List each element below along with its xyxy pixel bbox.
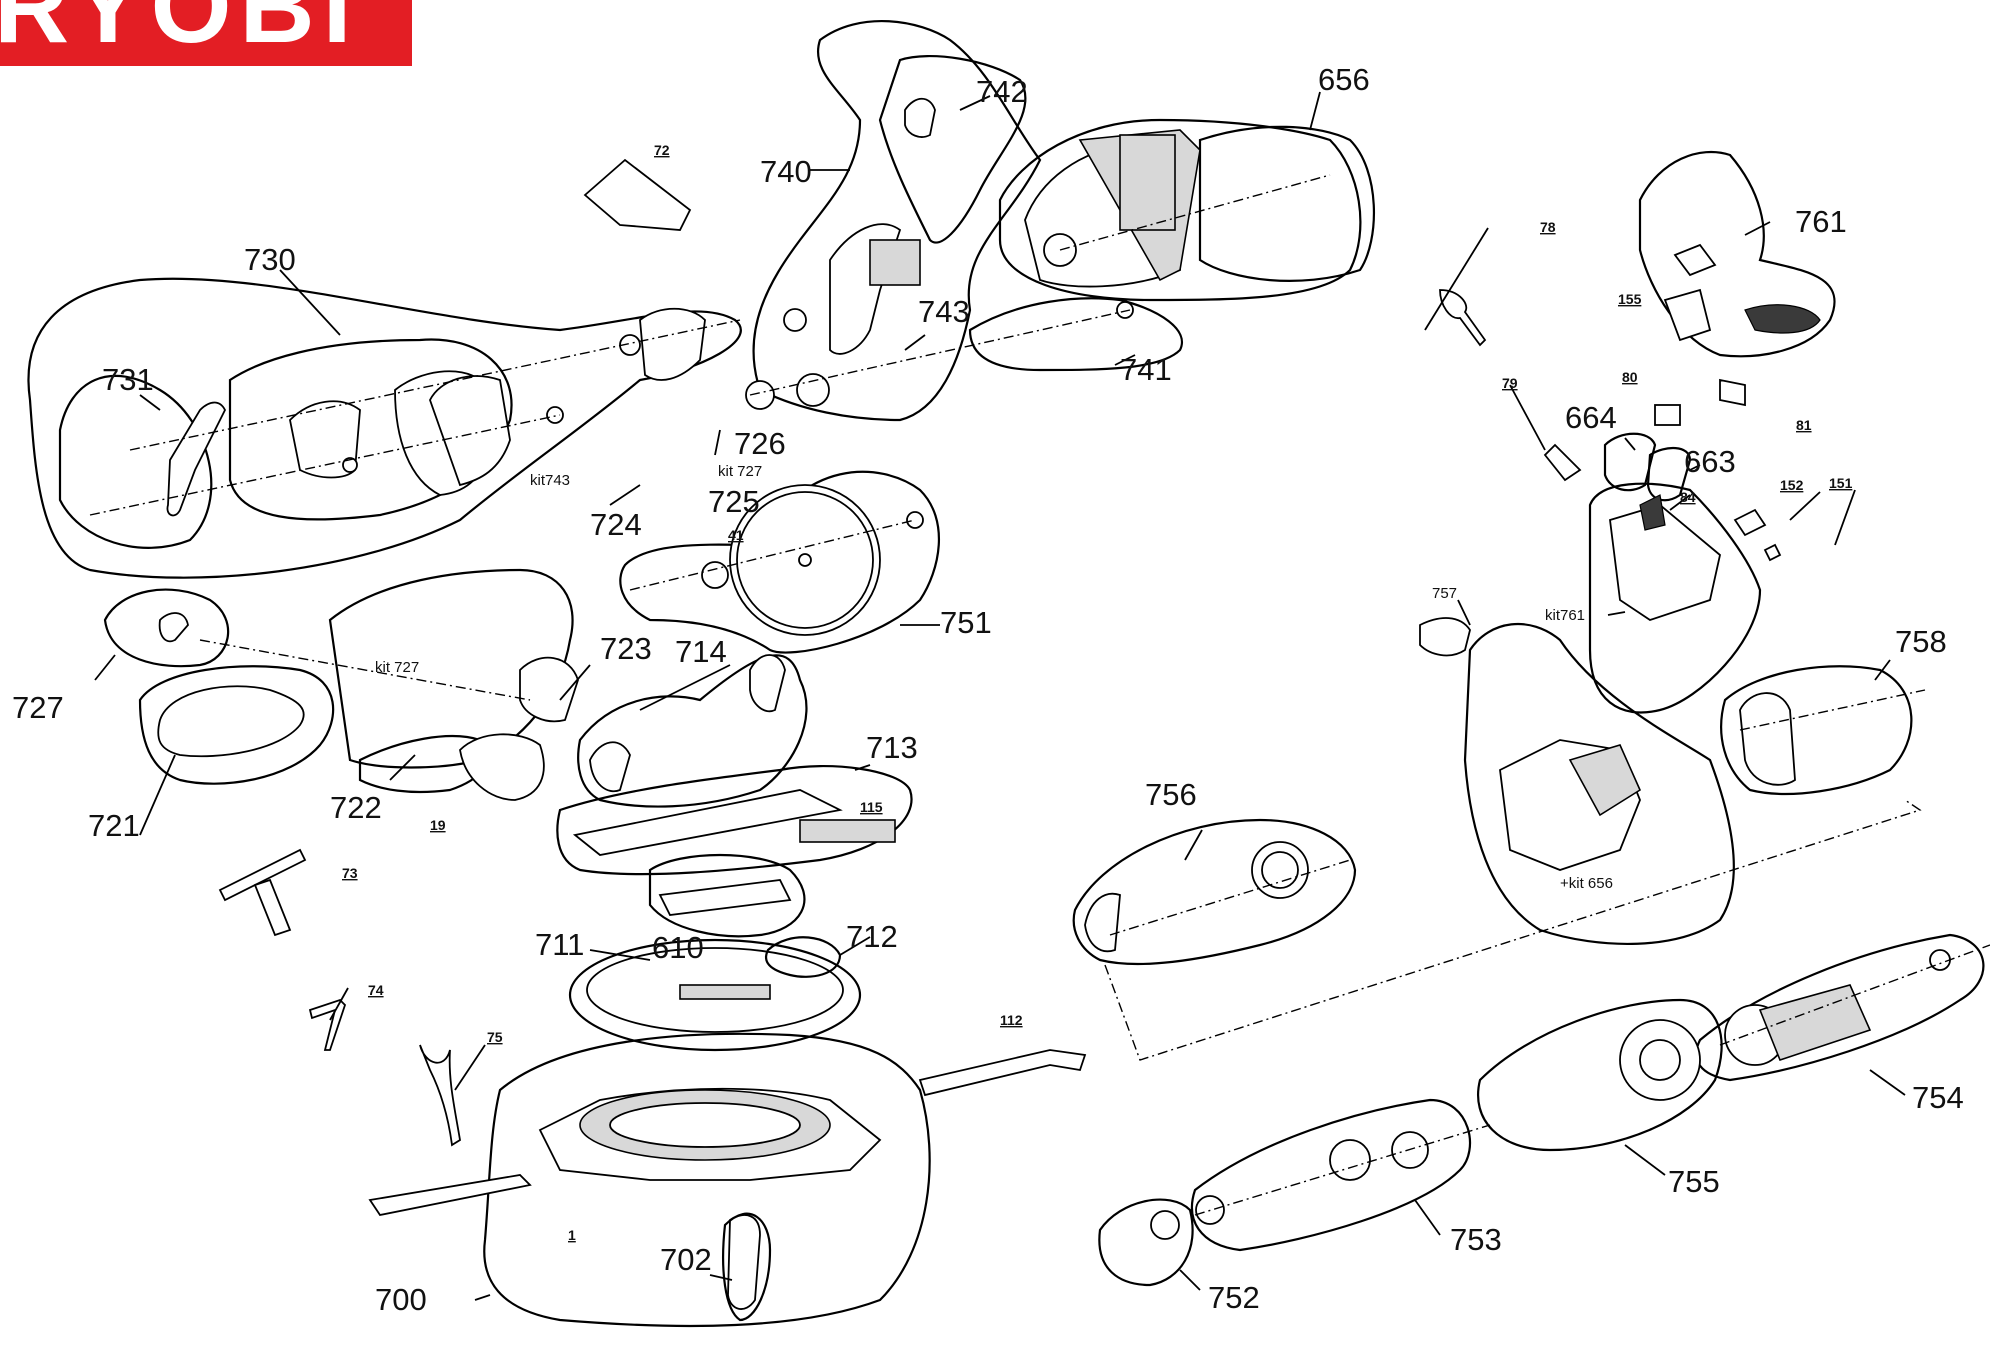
callout-1: 1 <box>568 1227 576 1243</box>
assembly-711 <box>568 853 862 1052</box>
assembly-754 <box>1695 933 1990 1082</box>
leader-lines <box>94 91 1906 1301</box>
callout-152: 152 <box>1780 477 1804 493</box>
callout-724: 724 <box>590 507 642 542</box>
callout-754: 754 <box>1912 1080 1964 1115</box>
loose-parts <box>218 158 1087 1217</box>
callout-752: 752 <box>1208 1280 1260 1315</box>
callout-753: 753 <box>1450 1222 1502 1257</box>
callout-72: 72 <box>654 142 670 158</box>
callout-kit727-mid: kit 727 <box>375 659 419 676</box>
callout-740: 740 <box>760 154 812 189</box>
callout-664: 664 <box>1565 400 1617 435</box>
assembly-755 <box>1477 998 1723 1152</box>
callout-656: 656 <box>1318 62 1370 97</box>
callout-722: 722 <box>330 790 382 825</box>
callout-721: 721 <box>88 808 140 843</box>
callout-84: 84 <box>1680 489 1696 505</box>
callout-756: 756 <box>1145 777 1197 812</box>
callout-labels: 656 742 740 72 730 731 743 741 726 kit 7… <box>12 62 1964 1317</box>
callout-751: 751 <box>940 605 992 640</box>
loose-parts-right <box>1439 289 1782 562</box>
callout-711: 711 <box>535 927 584 962</box>
callout-kit761: kit761 <box>1545 607 1585 624</box>
assembly-656 <box>998 118 1376 302</box>
callout-kit743: kit743 <box>530 472 570 489</box>
assembly-761 <box>1419 150 1926 946</box>
callout-kit656: +kit 656 <box>1560 875 1613 892</box>
callout-723: 723 <box>600 631 652 666</box>
callout-81: 81 <box>1796 417 1812 433</box>
callout-73: 73 <box>342 865 358 881</box>
callout-80: 80 <box>1622 369 1638 385</box>
assembly-756 <box>1072 818 1357 966</box>
callout-19: 19 <box>430 817 446 833</box>
callout-41: 41 <box>728 527 744 543</box>
callout-743: 743 <box>918 294 970 329</box>
callout-757: 757 <box>1432 585 1457 602</box>
callout-75: 75 <box>487 1029 503 1045</box>
connection-frame <box>1104 799 1922 1061</box>
callout-79: 79 <box>1502 375 1518 391</box>
callout-74: 74 <box>368 982 384 998</box>
callout-663: 663 <box>1684 444 1736 479</box>
callout-78: 78 <box>1540 219 1556 235</box>
assembly-753 <box>1190 1098 1491 1252</box>
ryobi-logo: RYOBI <box>0 0 412 66</box>
callout-726: 726 <box>734 426 786 461</box>
callout-725: 725 <box>708 484 760 519</box>
assembly-730 <box>27 277 742 579</box>
callout-kit727-top: kit 727 <box>718 463 762 480</box>
callout-758: 758 <box>1895 624 1947 659</box>
callout-741: 741 <box>1120 352 1172 387</box>
callout-727: 727 <box>12 690 64 725</box>
assembly-751 <box>619 470 940 654</box>
callout-713: 713 <box>866 730 918 765</box>
callout-742: 742 <box>976 74 1028 109</box>
assembly-700 <box>483 1032 931 1328</box>
assembly-740 <box>745 19 1183 422</box>
callout-700: 700 <box>375 1282 427 1317</box>
callout-761: 761 <box>1795 204 1847 239</box>
callout-714: 714 <box>675 634 727 669</box>
assembly-752 <box>1098 1198 1194 1287</box>
callout-610: 610 <box>652 930 704 965</box>
callout-151: 151 <box>1829 475 1853 491</box>
callout-155: 155 <box>1618 291 1642 307</box>
callout-755: 755 <box>1668 1164 1720 1199</box>
callout-702: 702 <box>660 1242 712 1277</box>
callout-730: 730 <box>244 242 296 277</box>
assembly-721 <box>103 568 913 876</box>
callout-731: 731 <box>102 362 154 397</box>
callout-115: 115 <box>860 799 883 815</box>
callout-712: 712 <box>846 919 898 954</box>
callout-112: 112 <box>1000 1012 1023 1028</box>
